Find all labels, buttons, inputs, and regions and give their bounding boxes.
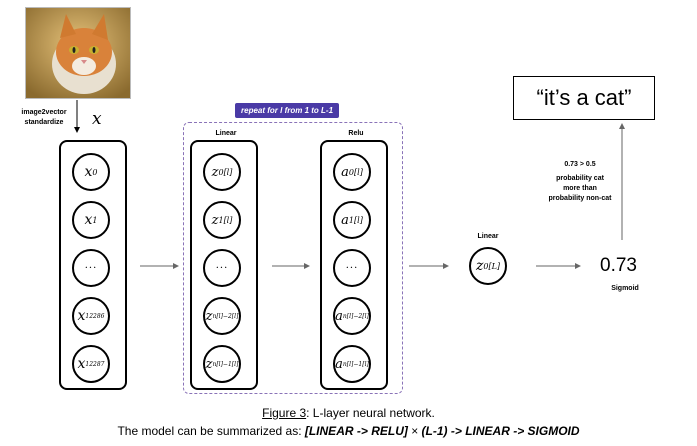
input-node-base: x: [77, 356, 86, 372]
input-node-sub: 12286: [85, 312, 105, 320]
image2vector-text: image2vector: [21, 109, 67, 116]
relu-node-base: a: [335, 308, 343, 324]
input-node-2: ···: [72, 249, 110, 287]
prediction-output-box: “it’s a cat”: [513, 76, 655, 120]
linear-node-sup: [l]: [223, 167, 233, 177]
relu-title: Relu: [348, 130, 364, 137]
probability-explanation: 0.73 > 0.5 probability cat more than pro…: [540, 160, 620, 204]
input-node-sub: 12287: [85, 360, 105, 368]
linear-node-sup: [l]: [231, 312, 239, 320]
input-node-base: ···: [84, 262, 98, 274]
linear-node-base: z: [211, 212, 219, 228]
summary-formula-b: (L-1) -> LINEAR -> SIGMOID: [421, 424, 580, 438]
summary-prefix: The model can be summarized as:: [117, 424, 305, 438]
linear-node-sub: 1: [218, 215, 224, 225]
figure-caption: Figure 3: L-layer neural network.: [0, 406, 697, 420]
threshold-comparison: 0.73 > 0.5: [564, 161, 596, 168]
input-node-base: x: [84, 164, 93, 180]
linear-node-2: ···: [203, 249, 241, 287]
standardize-text: standardize: [24, 119, 64, 126]
summary-formula-a: [LINEAR -> RELU]: [304, 424, 408, 438]
linear-node-base: z: [205, 308, 213, 324]
linear-node-sup: [l]: [231, 360, 239, 368]
prediction-output-text: “it’s a cat”: [536, 85, 632, 110]
input-node-base: x: [77, 308, 86, 324]
image2vector-label: image2vector standardize: [14, 108, 74, 128]
linear-node-text: ···: [205, 251, 239, 285]
repeat-box: [183, 122, 403, 394]
relu-node-sup: [l]: [362, 360, 369, 368]
final-z-base: z: [475, 258, 484, 274]
repeat-badge: repeat for l from 1 to L-1: [235, 103, 340, 118]
relu-node-text: ···: [335, 251, 369, 285]
relu-node-sub: n[l]−2: [342, 312, 363, 320]
linear-node-base: ···: [215, 262, 229, 274]
output-probability-value: 0.73: [600, 255, 637, 276]
linear-node-sub: n[l]−1: [212, 360, 232, 368]
linear-node-sup: [l]: [223, 215, 233, 225]
input-node-text: ···: [74, 251, 108, 285]
linear-node-sub: n[l]−2: [212, 312, 232, 320]
relu-node-base: a: [341, 212, 349, 228]
final-linear-label: Linear: [477, 233, 499, 240]
relu-node-base: a: [335, 356, 343, 372]
relu-node-base: a: [341, 164, 349, 180]
prob-line-2: more than: [563, 185, 597, 192]
linear-title: Linear: [215, 130, 237, 137]
linear-node-base: z: [211, 164, 219, 180]
model-summary: The model can be summarized as: [LINEAR …: [0, 424, 697, 438]
linear-node-sub: 0: [218, 167, 224, 177]
relu-node-sub: 0: [348, 167, 355, 177]
relu-node-sup: [l]: [354, 167, 363, 177]
relu-node-sup: [l]: [362, 312, 369, 320]
final-z-sup: [L]: [488, 261, 501, 271]
input-node-base: x: [84, 212, 93, 228]
linear-node-base: z: [205, 356, 213, 372]
summary-times: ×: [407, 424, 422, 438]
input-node-sub: 1: [92, 215, 98, 225]
sigmoid-label: Sigmoid: [611, 285, 639, 292]
prob-line-3: probability non-cat: [548, 195, 612, 202]
final-z-sub: 0: [483, 261, 489, 271]
figure-caption-text: : L-layer neural network.: [306, 406, 435, 420]
relu-node-2: ···: [333, 249, 371, 287]
relu-node-sub: n[l]−1: [342, 360, 363, 368]
cat-photo: [25, 7, 131, 99]
input-node-sub: 0: [92, 167, 98, 177]
vector-x-symbol: x: [92, 109, 102, 129]
prob-line-1: probability cat: [556, 175, 604, 182]
relu-node-sup: [l]: [354, 215, 363, 225]
relu-node-sub: 1: [348, 215, 355, 225]
figure-reference: Figure 3: [262, 406, 307, 420]
relu-node-base: ···: [345, 262, 359, 274]
cat-image: [26, 8, 130, 98]
